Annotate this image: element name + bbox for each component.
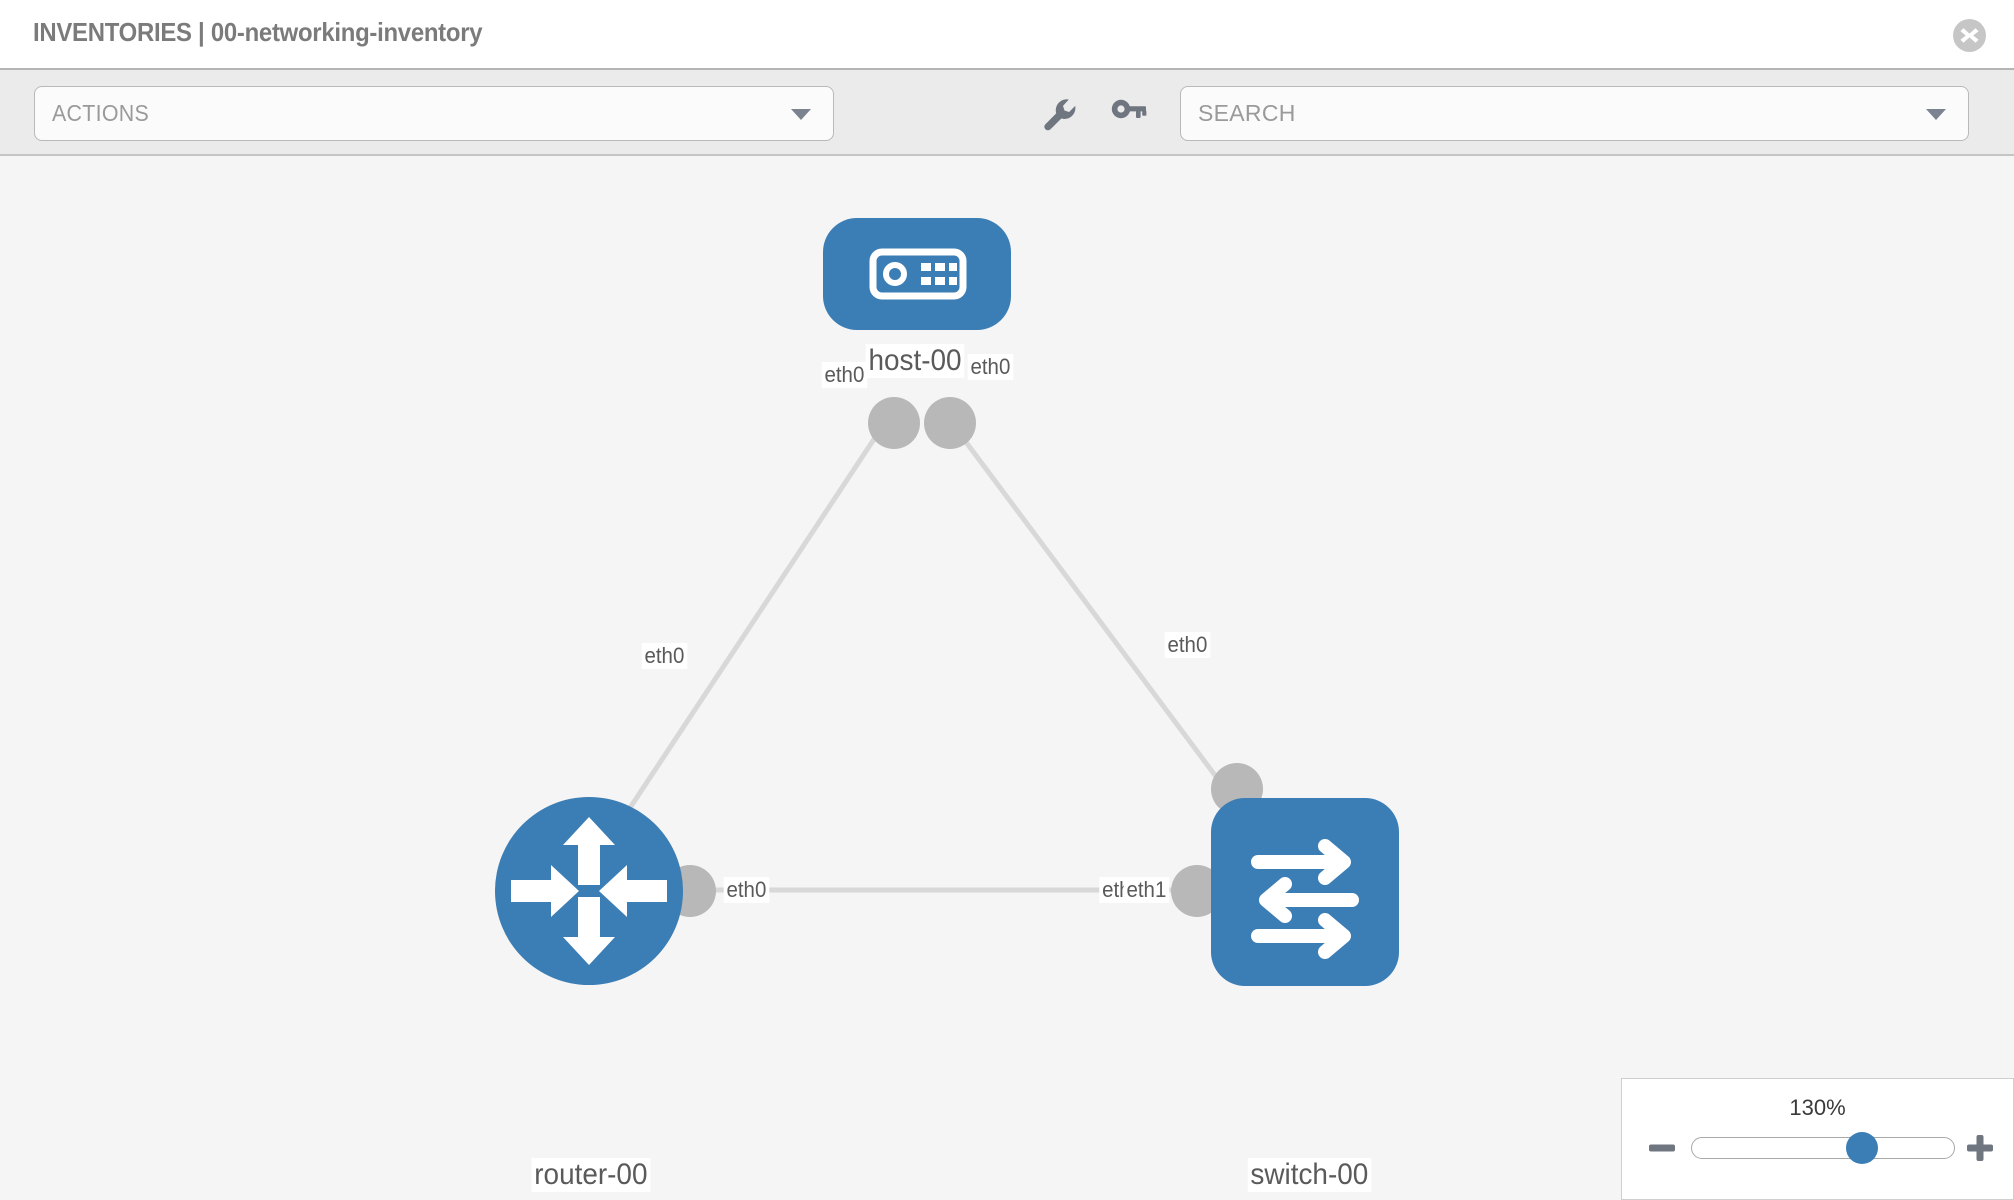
node-label-switch: switch-00 [1247,1158,1372,1192]
close-icon[interactable] [1953,19,1986,52]
plus-icon[interactable] [1965,1133,1995,1163]
iface-label-host-right: eth0 [967,354,1014,380]
iface-label-switch-left-b: eth1 [1123,877,1170,903]
edge-host-router [607,416,891,840]
port-host-right [924,397,976,449]
toolbar: ACTIONS SEARCH [0,70,2014,156]
node-host-00[interactable] [823,218,1011,330]
wrench-icon[interactable] [1037,92,1081,136]
iface-label-router-right: eth0 [723,877,770,903]
node-router-00[interactable] [495,797,683,985]
node-switch-00[interactable] [1211,798,1399,986]
zoom-slider[interactable] [1691,1132,1955,1164]
server-appliance-icon [869,248,967,300]
zoom-slider-thumb[interactable] [1846,1132,1879,1164]
topology-graph [495,218,1399,986]
iface-label-host-left: eth0 [821,362,868,388]
zoom-percent-label: 130% [1789,1095,1846,1120]
port-switch-left [1171,865,1223,917]
search-chevron-down-icon[interactable] [1926,108,1946,120]
port-host-left [868,397,920,449]
edge-host-switch [945,416,1235,800]
minus-icon[interactable] [1647,1133,1677,1163]
topology-canvas[interactable]: host-00 eth0 eth0 eth0 eth0 eth0 eth eth… [0,158,2014,1200]
switch-arrows-icon [1251,839,1359,959]
actions-dropdown[interactable]: ACTIONS [34,86,834,141]
search-input[interactable]: SEARCH [1180,86,1969,141]
actions-dropdown-label: ACTIONS [52,100,150,126]
zoom-control-panel: 130% [1621,1078,2014,1200]
iface-label-router-up: eth0 [641,643,688,669]
chevron-down-icon [791,108,811,120]
page-title: INVENTORIES | 00-networking-inventory [33,17,483,47]
search-placeholder: SEARCH [1198,100,1296,126]
key-icon[interactable] [1106,92,1150,136]
node-label-router: router-00 [531,1158,651,1192]
iface-label-switch-up: eth0 [1164,632,1211,658]
router-four-arrows-icon [511,817,667,965]
page-header: INVENTORIES | 00-networking-inventory [0,0,2014,70]
node-label-host: host-00 [865,344,965,378]
